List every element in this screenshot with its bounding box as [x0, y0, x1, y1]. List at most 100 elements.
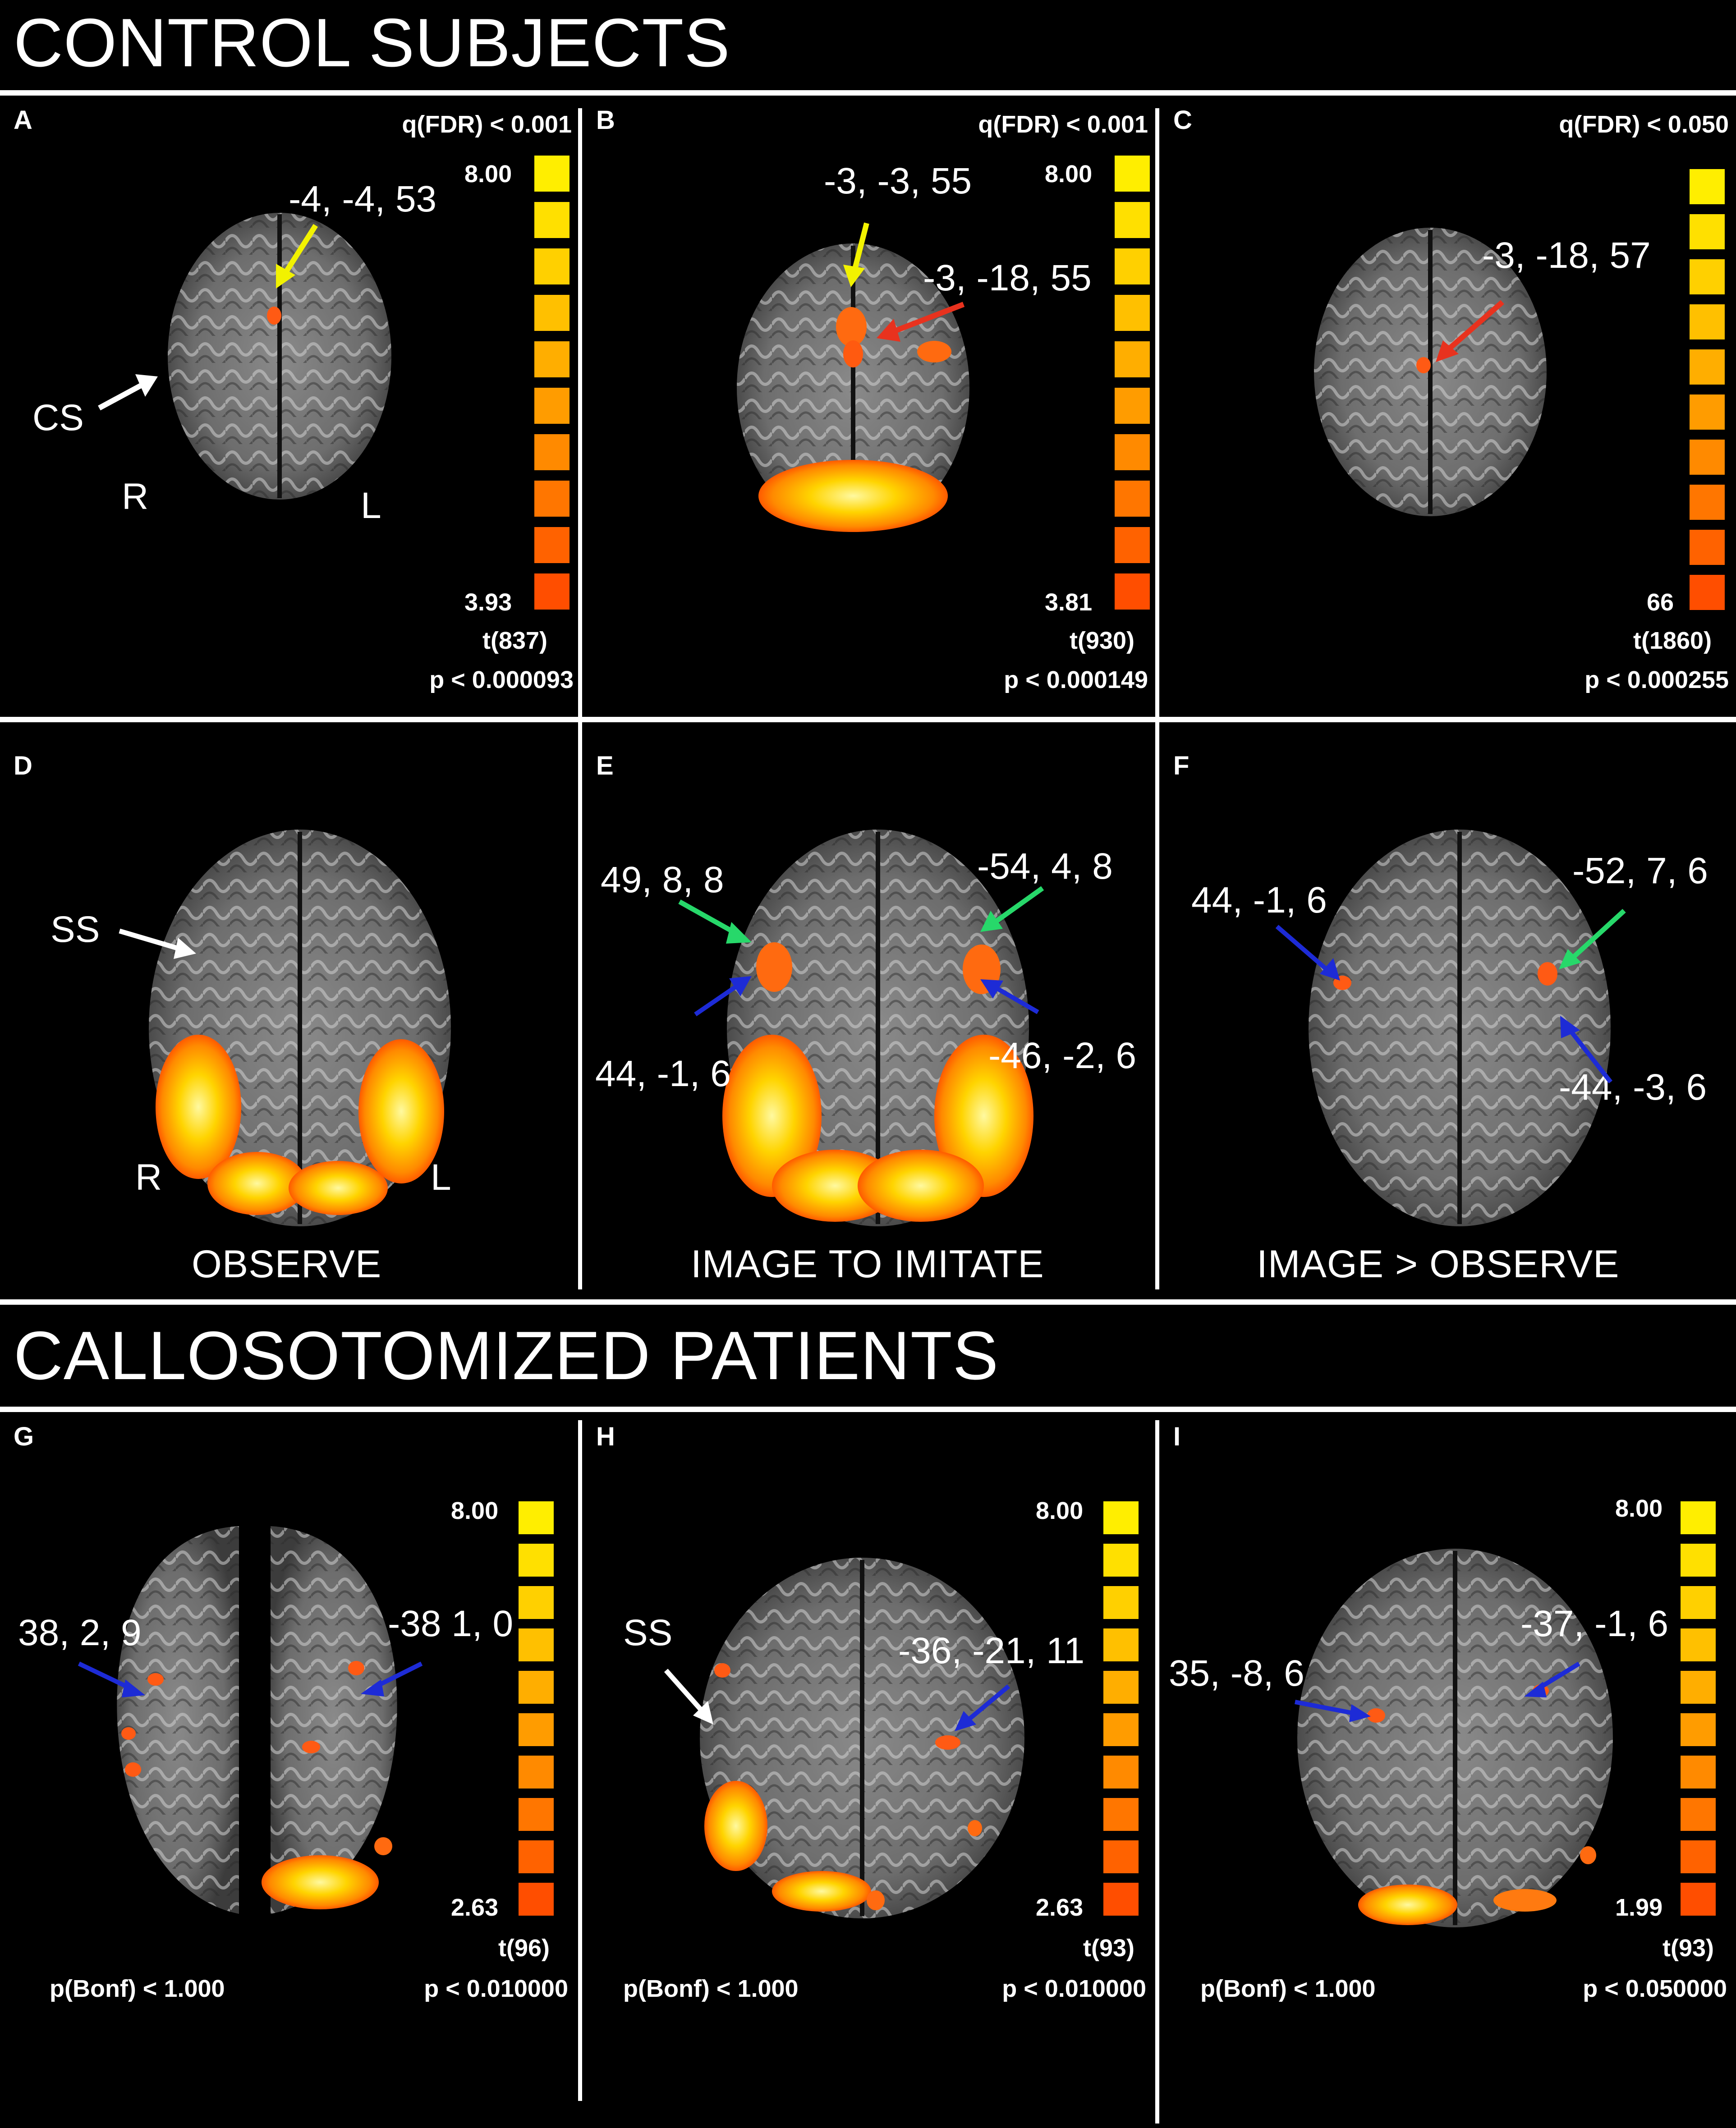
color-scale-step: [1115, 573, 1150, 610]
arrows-layer: [1295, 1661, 1580, 1722]
p-value: p < 0.050000: [1583, 1975, 1727, 2002]
arrows-layer: [98, 224, 318, 411]
panel-caption: IMAGE TO IMITATE: [691, 1243, 1044, 1286]
color-scale-bar: [1690, 169, 1725, 620]
blue-arrowhead: [122, 1679, 145, 1697]
patients-title: CALLOSOTOMIZED PATIENTS: [14, 1317, 999, 1394]
brain-axial-slice: [149, 830, 451, 1226]
color-scale-step: [1103, 1840, 1139, 1874]
arrows-layer: [1275, 908, 1626, 1084]
red-arrowhead: [877, 319, 900, 342]
t-value: t(93): [1083, 1935, 1135, 1962]
red-arrow: [892, 302, 965, 334]
color-scale-bar: [1103, 1501, 1139, 1925]
color-scale-step: [1115, 248, 1150, 285]
color-scale-step: [1103, 1798, 1139, 1831]
white-arrow: [119, 928, 181, 952]
control-subjects-title: CONTROL SUBJECTS: [14, 5, 730, 81]
scale-min: 66: [1647, 589, 1674, 616]
fdr-threshold: q(FDR) < 0.050: [1559, 111, 1729, 138]
color-scale-step: [534, 573, 569, 610]
divider-col2-bottom: [1155, 1420, 1159, 2123]
marker-right: R: [122, 476, 149, 517]
scale-min: 2.63: [451, 1894, 499, 1921]
panel-c: C q(FDR) < 0.050 66 t(1860) p < 0.000255…: [1160, 97, 1736, 715]
panel-b: B q(FDR) < 0.001 8.00 3.81 t(930) p < 0.…: [583, 97, 1155, 715]
color-scale-step: [1103, 1713, 1139, 1747]
blue-arrow: [1537, 1661, 1580, 1691]
color-scale-step: [534, 202, 569, 238]
divider-col1-bottom: [578, 1420, 582, 2101]
panel-caption: IMAGE > OBSERVE: [1257, 1243, 1620, 1286]
bonf-value: p(Bonf) < 1.000: [50, 1975, 225, 2002]
panel-label: C: [1173, 105, 1192, 135]
coordinate-label: -3, -18, 55: [923, 257, 1092, 298]
blue-arrow: [1275, 925, 1328, 971]
panel-label: A: [14, 105, 32, 135]
color-scale-step: [519, 1756, 554, 1789]
blue-arrowhead: [955, 1711, 976, 1731]
coordinate-label: -4, -4, 53: [289, 179, 437, 220]
panel-g: G 8.00 2.63 t(96) p(Bonf) < 1.000 p < 0.…: [0, 1413, 577, 2099]
coordinate-label: 44, -1, 6: [1191, 880, 1327, 921]
color-scale-step: [519, 1628, 554, 1662]
blue-arrow: [1568, 1028, 1612, 1084]
scale-min: 3.81: [1045, 589, 1093, 616]
brain-axial-slice: [700, 1558, 1024, 1918]
color-scale-step: [1103, 1544, 1139, 1577]
color-scale-step: [519, 1586, 554, 1619]
divider-row1: [0, 717, 1736, 722]
green-arrowhead: [980, 911, 1003, 932]
coordinate-label: -44, -3, 6: [1559, 1067, 1707, 1108]
blue-arrow: [994, 985, 1039, 1014]
yellow-arrow: [852, 222, 869, 271]
color-scale-step: [1115, 295, 1150, 331]
p-value: p < 0.010000: [424, 1975, 568, 2002]
panel-label: I: [1173, 1422, 1181, 1451]
marker-ss: SS: [623, 1612, 673, 1653]
p-value: p < 0.000255: [1584, 666, 1729, 693]
t-value: t(1860): [1633, 627, 1712, 654]
blue-arrowhead: [1349, 1704, 1371, 1722]
color-scale-bar: [519, 1501, 554, 1925]
color-scale-step: [519, 1713, 554, 1747]
panel-label: H: [596, 1422, 615, 1451]
yellow-arrowhead: [843, 265, 865, 287]
color-scale-step: [534, 434, 569, 471]
panel-label: E: [596, 751, 614, 780]
p-value: p < 0.010000: [1002, 1975, 1146, 2002]
color-scale-step: [1103, 1586, 1139, 1619]
panel-h: H 8.00 2.63 t(93) p(Bonf) < 1.000 p < 0.…: [583, 1413, 1155, 2099]
color-scale-step: [534, 248, 569, 285]
blue-arrow: [1295, 1700, 1354, 1715]
color-scale-step: [534, 295, 569, 331]
coordinate-label: -52, 7, 6: [1572, 850, 1708, 891]
color-scale-step: [1690, 214, 1725, 249]
color-scale-step: [1681, 1798, 1716, 1831]
color-scale-step: [1690, 259, 1725, 294]
blue-arrow: [375, 1661, 423, 1688]
panel-i: I 8.00 1.99 t(93) p(Bonf) < 1.000 p < 0.…: [1160, 1413, 1736, 2099]
coordinate-label: 44, -1, 6: [595, 1053, 731, 1094]
color-scale-step: [1681, 1756, 1716, 1789]
marker-left: L: [361, 485, 381, 526]
color-scale-step: [1690, 394, 1725, 430]
divider-col2-top: [1155, 108, 1159, 1289]
marker-right: R: [135, 1157, 162, 1198]
t-value: t(93): [1663, 1935, 1714, 1962]
brain-axial-slice: [722, 830, 1033, 1226]
brain-axial-slice-split: [117, 1526, 397, 1914]
bonf-value: p(Bonf) < 1.000: [623, 1975, 799, 2002]
color-scale-step: [1690, 440, 1725, 475]
color-scale-bar: [1115, 156, 1150, 620]
panel-label: D: [14, 751, 32, 780]
color-scale-step: [534, 388, 569, 424]
color-scale-step: [534, 481, 569, 517]
panel-caption: OBSERVE: [192, 1243, 382, 1286]
coordinate-label: 38, 2, 9: [18, 1612, 142, 1653]
blue-arrowhead: [1560, 1016, 1580, 1038]
blue-arrow: [966, 1684, 1010, 1722]
scale-min: 3.93: [464, 589, 512, 616]
fdr-threshold: q(FDR) < 0.001: [978, 111, 1148, 138]
green-arrowhead: [726, 922, 752, 944]
